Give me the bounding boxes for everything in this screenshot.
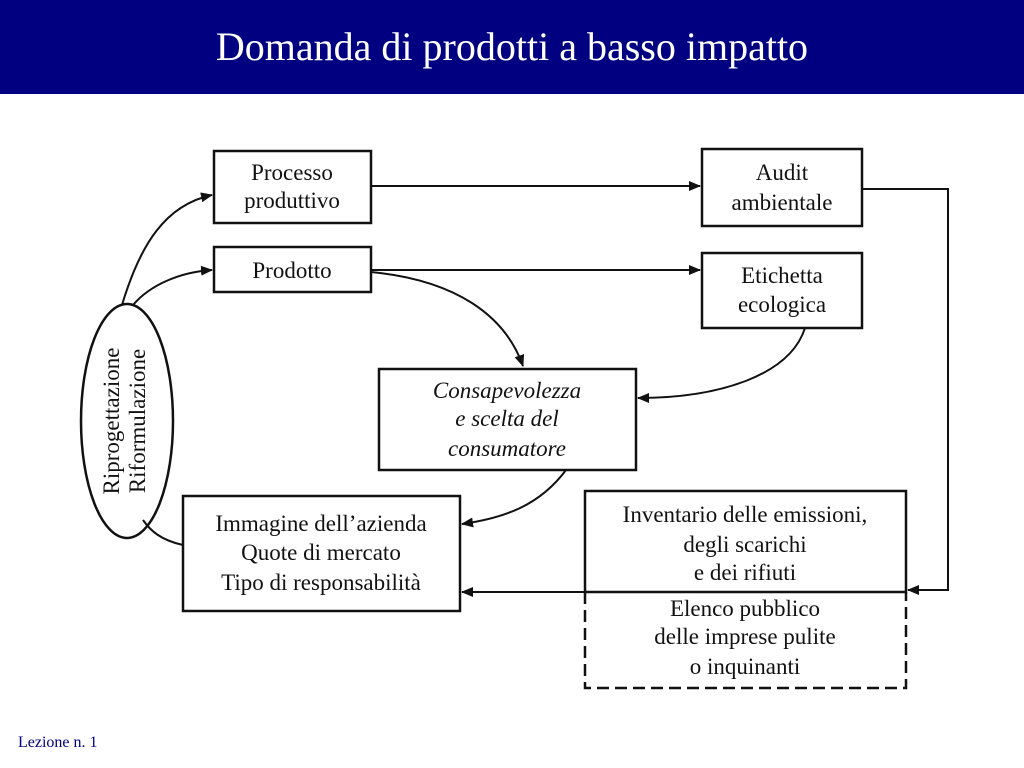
immagine-line-1: Immagine dell’azienda	[215, 511, 426, 536]
inventario-line-3: e dei rifiuti	[694, 560, 796, 585]
box-processo-produttivo	[212, 149, 373, 225]
prodotto-label: Prodotto	[252, 258, 331, 283]
oval-line-2: Riformulazione	[125, 349, 150, 493]
box-consapevolezza	[377, 367, 638, 472]
immagine-line-3: Tipo di responsabilità	[221, 570, 421, 595]
arrow-prodotto-to-consapevolezza	[370, 271, 525, 367]
elenco-line-2: delle imprese pulite	[654, 624, 835, 649]
title-bar	[0, 0, 1024, 94]
elenco-line-1: Elenco pubblico	[670, 596, 820, 621]
box-elenco-pubblico	[583, 592, 908, 690]
etichetta-line-1: Etichetta	[741, 263, 823, 288]
immagine-line-2: Quote di mercato	[241, 540, 401, 565]
inventario-line-2: degli scarichi	[683, 532, 806, 557]
audit-line-2: ambientale	[732, 190, 833, 215]
consapevolezza-line-1: Consapevolezza	[433, 378, 581, 403]
footer-lesson-number: Lezione n. 1	[18, 734, 98, 751]
arrow-oval-to-prodotto	[132, 265, 213, 306]
etichetta-line-2: ecologica	[738, 292, 826, 317]
consapevolezza-line-2: e scelta del	[455, 406, 558, 431]
inventario-line-1: Inventario delle emissioni,	[623, 502, 868, 527]
box-audit-ambientale	[700, 147, 864, 228]
processo-line-2: produttivo	[244, 188, 340, 213]
arrow-audit-to-inventario	[862, 188, 949, 595]
box-etichetta-ecologica	[700, 251, 864, 330]
consapevolezza-line-3: consumatore	[448, 436, 566, 461]
line-immagine-to-oval	[142, 519, 184, 546]
box-inventario-emissioni	[583, 489, 908, 594]
arrow-consapevolezza-to-immagine	[461, 469, 567, 528]
box-immagine-azienda	[181, 494, 462, 613]
audit-line-1: Audit	[756, 160, 809, 185]
arrow-oval-to-processo	[121, 192, 213, 306]
arrow-etichetta-to-consapevolezza	[637, 327, 806, 403]
oval-line-1: Riprogettazione	[99, 348, 124, 495]
oval-riprogettazione	[79, 302, 175, 540]
page-title: Domanda di prodotti a basso impatto	[215, 24, 809, 69]
elenco-line-3: o inquinanti	[690, 654, 801, 679]
processo-line-1: Processo	[251, 160, 333, 185]
